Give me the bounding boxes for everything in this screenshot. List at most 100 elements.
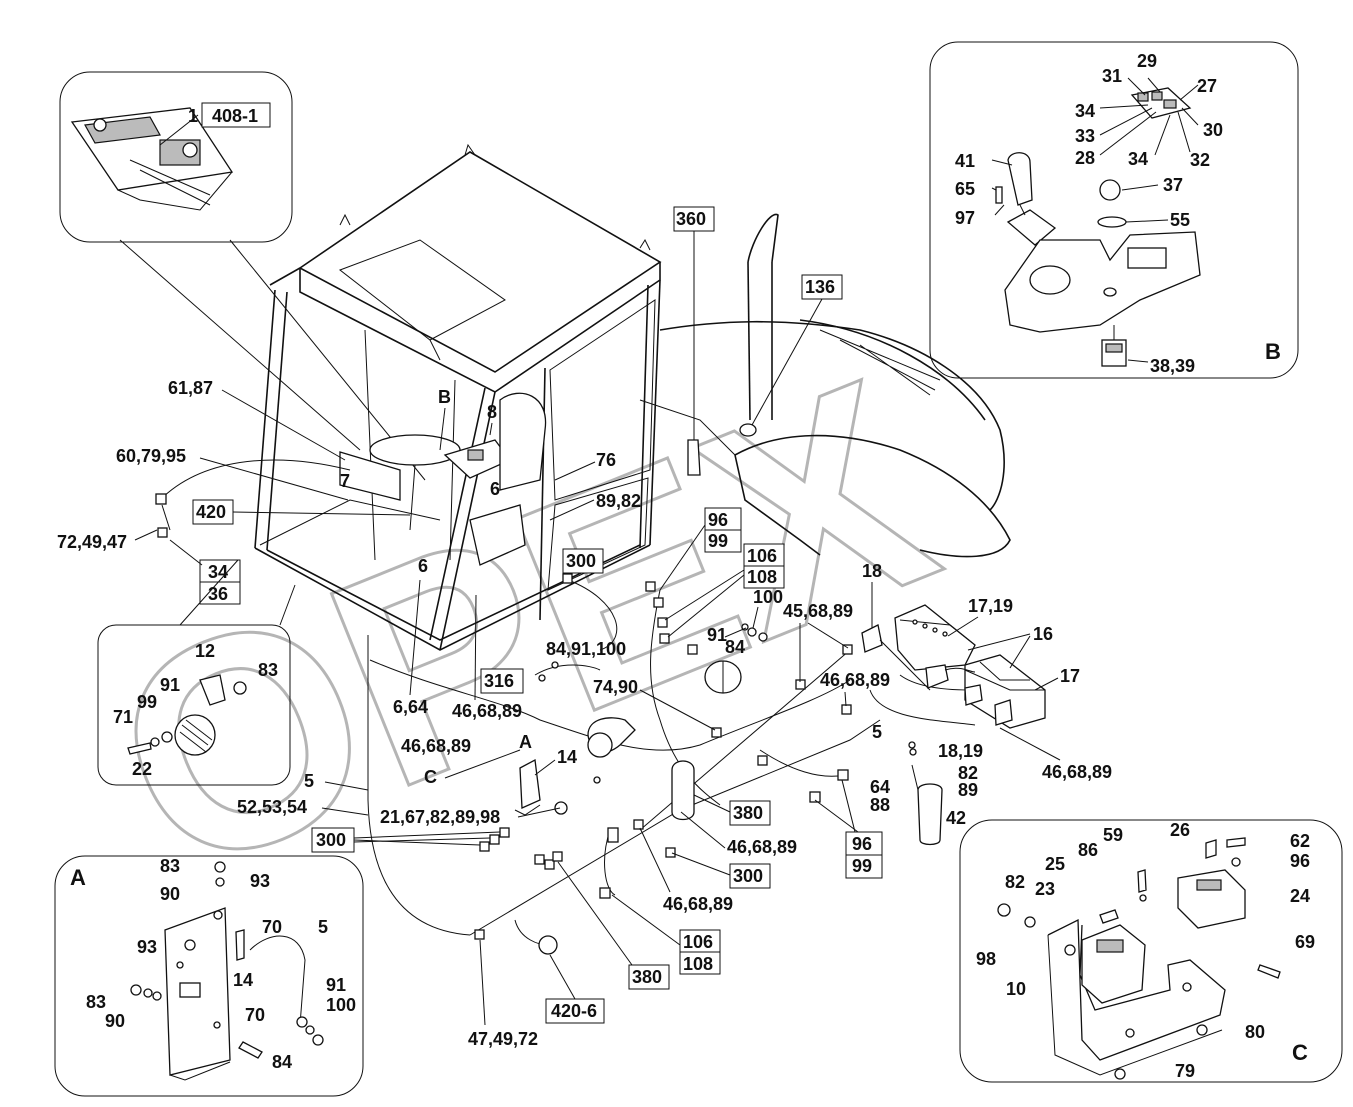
label-96c: 96	[1290, 851, 1310, 871]
label-93a: 93	[250, 871, 270, 891]
label-59: 59	[1103, 825, 1123, 845]
label-10: 10	[1006, 979, 1026, 999]
label-89-82: 89,82	[596, 491, 641, 511]
label-61-87: 61,87	[168, 378, 213, 398]
label-91a: 91	[707, 625, 727, 645]
label-93b: 93	[137, 937, 157, 957]
label-84-91-100: 84,91,100	[546, 639, 626, 659]
label-84b: 84	[272, 1052, 292, 1072]
label-46-68-89c: 46,68,89	[820, 670, 890, 690]
label-420: 420	[196, 502, 226, 522]
label-55: 55	[1170, 210, 1190, 230]
label-34a: 34	[1075, 101, 1095, 121]
label-106a: 106	[747, 546, 777, 566]
label-6b: 6	[418, 556, 428, 576]
label-98: 98	[976, 949, 996, 969]
label-46-68-89b: 46,68,89	[401, 736, 471, 756]
label-76: 76	[596, 450, 616, 470]
wiring-harness	[367, 573, 976, 955]
label-c-callout: C	[424, 767, 437, 787]
label-71: 71	[113, 707, 133, 727]
label-b-view: B	[1265, 339, 1281, 364]
label-82a: 82	[958, 763, 978, 783]
label-136: 136	[805, 277, 835, 297]
label-7: 7	[340, 471, 350, 491]
inset-a-bracket	[54, 855, 364, 1097]
label-36: 36	[208, 584, 228, 604]
label-17: 17	[1060, 666, 1080, 686]
label-90a: 90	[160, 884, 180, 904]
label-97: 97	[955, 208, 975, 228]
label-12: 12	[195, 641, 215, 661]
label-82b: 82	[1005, 872, 1025, 892]
label-23: 23	[1035, 879, 1055, 899]
label-24: 24	[1290, 886, 1310, 906]
label-25: 25	[1045, 854, 1065, 874]
label-99a: 99	[708, 531, 728, 551]
inset-dashboard	[59, 71, 293, 243]
label-88: 88	[870, 795, 890, 815]
label-108a: 108	[747, 567, 777, 587]
label-30: 30	[1203, 120, 1223, 140]
label-47-49-72: 47,49,72	[468, 1029, 538, 1049]
label-83c: 83	[86, 992, 106, 1012]
label-100b: 100	[326, 995, 356, 1015]
fuel-sender	[908, 741, 943, 846]
label-6-64: 6,64	[393, 697, 428, 717]
label-83b: 83	[160, 856, 180, 876]
label-a-view: A	[70, 865, 86, 890]
label-86: 86	[1078, 840, 1098, 860]
label-46-68-89f: 46,68,89	[663, 894, 733, 914]
label-108b: 108	[683, 954, 713, 974]
label-33: 33	[1075, 126, 1095, 146]
label-18: 18	[862, 561, 882, 581]
label-80: 80	[1245, 1022, 1265, 1042]
label-14a: 14	[557, 747, 577, 767]
inset-horn	[97, 624, 291, 786]
label-29: 29	[1137, 51, 1157, 71]
label-22: 22	[132, 759, 152, 779]
label-52-53-54: 52,53,54	[237, 797, 307, 817]
label-408-1: 408-1	[212, 106, 258, 126]
label-8: 8	[487, 402, 497, 422]
label-96a: 96	[708, 510, 728, 530]
label-46-68-89a: 46,68,89	[452, 701, 522, 721]
label-84a: 84	[725, 637, 745, 657]
label-5b: 5	[304, 771, 314, 791]
label-c-view: C	[1292, 1040, 1308, 1065]
label-45-68-89: 45,68,89	[783, 601, 853, 621]
label-79: 79	[1175, 1061, 1195, 1081]
label-83a: 83	[258, 660, 278, 680]
label-65: 65	[955, 179, 975, 199]
label-6a: 6	[490, 479, 500, 499]
label-37: 37	[1163, 175, 1183, 195]
label-90b: 90	[105, 1011, 125, 1031]
label-16: 16	[1033, 624, 1053, 644]
label-46-68-89d: 46,68,89	[1042, 762, 1112, 782]
label-380b: 380	[632, 967, 662, 987]
label-74-90: 74,90	[593, 677, 638, 697]
label-62: 62	[1290, 831, 1310, 851]
label-1: 1	[188, 106, 198, 126]
label-46-68-89e: 46,68,89	[727, 837, 797, 857]
label-300a: 300	[566, 551, 596, 571]
label-34b: 34	[1128, 149, 1148, 169]
label-420-6: 420-6	[551, 1001, 597, 1021]
label-42: 42	[946, 808, 966, 828]
label-100a: 100	[753, 587, 783, 607]
inset-c-bracket	[959, 819, 1343, 1083]
label-28: 28	[1075, 148, 1095, 168]
label-70a: 70	[262, 917, 282, 937]
label-69: 69	[1295, 932, 1315, 952]
label-26: 26	[1170, 820, 1190, 840]
label-360: 360	[676, 209, 706, 229]
inset-b-joystick	[929, 41, 1299, 379]
label-60-79-95: 60,79,95	[116, 446, 186, 466]
label-21-67-82-89-98: 21,67,82,89,98	[380, 807, 500, 827]
label-5a: 5	[872, 722, 882, 742]
label-64: 64	[870, 777, 890, 797]
label-a-callout: A	[519, 732, 532, 752]
label-91b: 91	[160, 675, 180, 695]
label-70b: 70	[245, 1005, 265, 1025]
